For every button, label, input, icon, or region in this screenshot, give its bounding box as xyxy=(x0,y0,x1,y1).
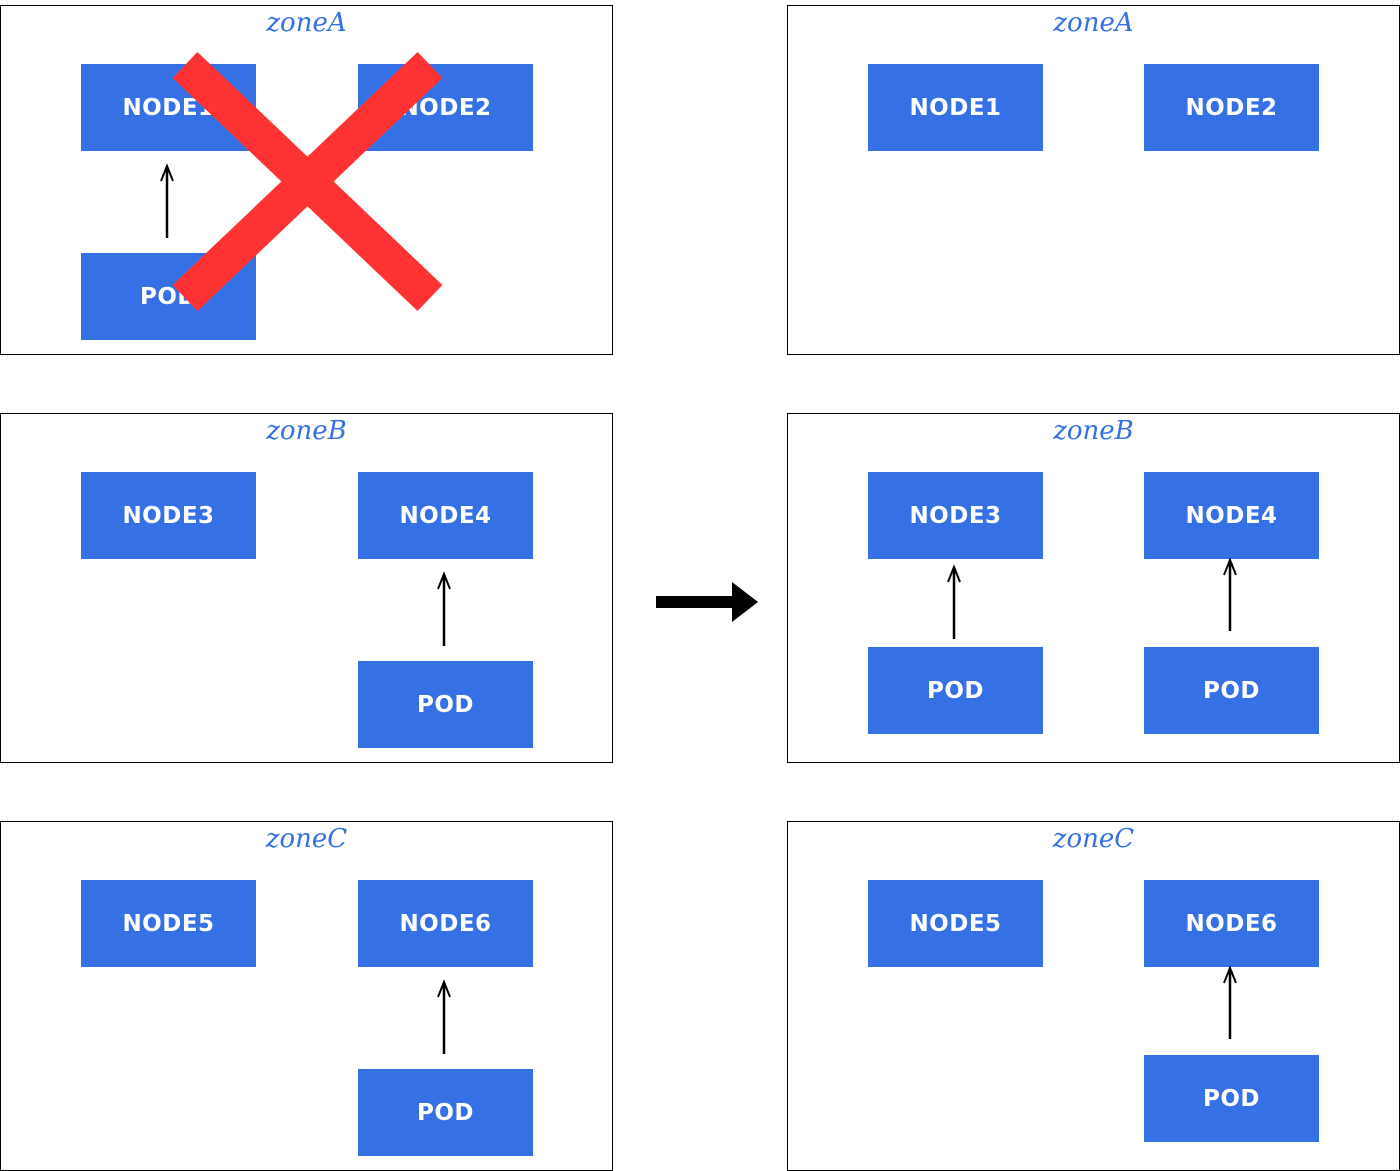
zone-a-before: zoneA NODE1 NODE2 POD xyxy=(0,5,613,355)
pod-box: POD xyxy=(358,661,533,748)
pod-box: POD xyxy=(358,1069,533,1156)
node-box: NODE4 xyxy=(1144,472,1319,559)
node-box: NODE2 xyxy=(1144,64,1319,151)
pod-box: POD xyxy=(868,647,1043,734)
zone-b-before: zoneB NODE3 NODE4 POD xyxy=(0,413,613,763)
node-box: NODE1 xyxy=(81,64,256,151)
node-box: NODE6 xyxy=(1144,880,1319,967)
right-arrow-icon xyxy=(656,582,758,622)
node-box: NODE3 xyxy=(81,472,256,559)
zone-title: zoneA xyxy=(1053,8,1134,38)
zone-title: zoneA xyxy=(266,8,347,38)
zone-title: zoneB xyxy=(1053,416,1134,446)
zone-c-before: zoneC NODE5 NODE6 POD xyxy=(0,821,613,1171)
node-box: NODE5 xyxy=(81,880,256,967)
pod-box: POD xyxy=(1144,1055,1319,1142)
node-box: NODE5 xyxy=(868,880,1043,967)
zone-b-after: zoneB NODE3 NODE4 POD POD xyxy=(787,413,1400,763)
zone-a-after: zoneA NODE1 NODE2 xyxy=(787,5,1400,355)
zone-c-after: zoneC NODE5 NODE6 POD xyxy=(787,821,1400,1171)
pod-box: POD xyxy=(1144,647,1319,734)
node-box: NODE3 xyxy=(868,472,1043,559)
zone-title: zoneC xyxy=(1052,824,1135,854)
node-box: NODE6 xyxy=(358,880,533,967)
node-box: NODE4 xyxy=(358,472,533,559)
node-box: NODE1 xyxy=(868,64,1043,151)
zone-title: zoneC xyxy=(265,824,348,854)
zone-title: zoneB xyxy=(266,416,347,446)
pod-box: POD xyxy=(81,253,256,340)
node-box: NODE2 xyxy=(358,64,533,151)
